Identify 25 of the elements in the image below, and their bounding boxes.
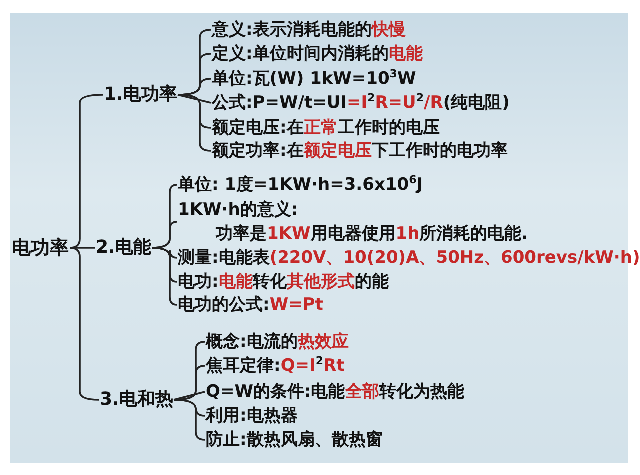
item-text: 功率是1KW用电器使用1h所消耗的电能. <box>216 223 528 246</box>
brace-line <box>70 247 100 401</box>
item-text: 定义:单位时间内消耗的电能 <box>212 42 423 66</box>
topic-text: 电功率 <box>12 236 69 260</box>
item-text: 防止:散热风扇、散热窗 <box>206 428 383 452</box>
item-text: 利用:电热器 <box>206 404 298 428</box>
item-text: 意义:表示消耗电能的快慢 <box>212 18 406 42</box>
item-text: 概念:电流的热效应 <box>206 330 349 354</box>
item-text: Q=W的条件:电能全部转化为热能 <box>206 380 464 404</box>
item-text: 电功的公式:W=Pt <box>178 293 324 317</box>
brace-line <box>174 391 206 401</box>
item-text: 电功:电能转化其他形式的能 <box>178 270 389 294</box>
item-text: 单位: 1度=1KW·h=3.6x10$^{6}$J <box>178 173 424 197</box>
branch-text: 2.电能 <box>96 236 152 260</box>
brace-line <box>70 247 95 249</box>
brace-line <box>178 94 212 104</box>
item-text: 测量:电能表(220V、10(20)A、50Hz、600revs/kW·h) <box>178 246 640 270</box>
item-text: 焦耳定律:Q=I$^{2}$Rt <box>206 354 345 378</box>
branch-text: 1.电功率 <box>104 83 178 107</box>
item-text: 公式:P=W/t=UI=I$^{2}$R=U$^{2}$/R(纯电阻) <box>212 91 510 115</box>
item-text: 额定功率:在额定电压下工作时的电功率 <box>212 139 508 163</box>
item-text: 额定电压:在正常工作时的电压 <box>212 116 440 140</box>
branch-text: 3.电和热 <box>100 388 174 412</box>
item-text: 单位:瓦(W) 1kW=10$^{3}$W <box>212 67 416 91</box>
item-text: 1KW·h的意义: <box>178 199 300 222</box>
